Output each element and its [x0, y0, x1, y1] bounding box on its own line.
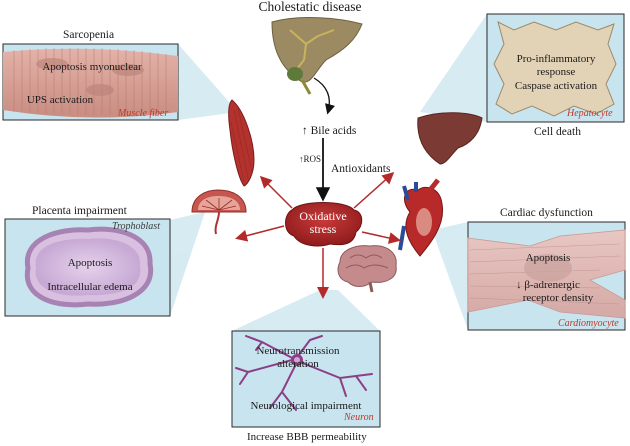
antioxidants-label: Antioxidants — [331, 163, 391, 175]
oxidative-stress-shape — [285, 202, 363, 247]
sarcopenia-line-1: Apoptosis myonuclear — [42, 61, 142, 73]
liver-illustration — [417, 112, 483, 165]
neuron-line-3: Neurological impairment — [250, 400, 362, 412]
muscle-illustration — [228, 99, 255, 187]
neuron-tag: Neuron — [344, 412, 374, 423]
neuron-line-1: Neurotransmission — [256, 345, 340, 357]
cell-death-caption: Cell death — [534, 126, 581, 138]
bbb-caption: Increase BBB permeability — [247, 431, 367, 443]
cardiomyocyte-tag: Cardiomyocyte — [558, 318, 619, 329]
neuron-box — [231, 330, 381, 428]
heart-illustration — [398, 178, 444, 257]
hepatocyte-line-1: Pro-inflammatory — [516, 53, 596, 65]
ros-label: ↑ROS — [299, 154, 322, 164]
placenta-illustration — [191, 189, 247, 235]
cardiac-title: Cardiac dysfunction — [500, 207, 593, 219]
sarcopenia-title: Sarcopenia — [63, 29, 115, 41]
brain-illustration — [337, 245, 397, 293]
cardiac-line-2: ↓ β-adrenergic — [516, 279, 580, 291]
placenta-box — [4, 218, 171, 317]
sarcopenia-box — [2, 43, 179, 121]
placenta-line-1: Apoptosis — [67, 257, 113, 269]
cardiac-box — [467, 221, 626, 331]
oxidative-stress-label: Oxidative stress — [299, 209, 347, 236]
cardiac-line-1: Apoptosis — [525, 252, 571, 264]
hepatocyte-line-2: response — [536, 66, 576, 78]
liver-cholestatic-illustration — [271, 17, 363, 95]
trophoblast-tag: Trophoblast — [112, 221, 160, 232]
cardiac-line-3: receptor density — [522, 292, 594, 304]
hepatocyte-box — [486, 13, 625, 123]
muscle-fiber-tag: Muscle fiber — [118, 108, 169, 119]
diagram-title: Cholestatic disease — [258, 0, 362, 14]
arrows — [235, 77, 401, 299]
bile-acids-label: ↑ Bile acids — [302, 125, 357, 137]
hepatocyte-line-3: Caspase activation — [514, 80, 598, 92]
placenta-line-2: Intracellular edema — [47, 281, 133, 293]
placenta-title: Placenta impairment — [32, 205, 127, 217]
callout-wedges — [170, 14, 487, 331]
neuron-line-2: alteration — [277, 358, 319, 370]
hepatocyte-tag: Hepatocyte — [567, 108, 613, 119]
sarcopenia-line-2: UPS activation — [26, 94, 94, 106]
